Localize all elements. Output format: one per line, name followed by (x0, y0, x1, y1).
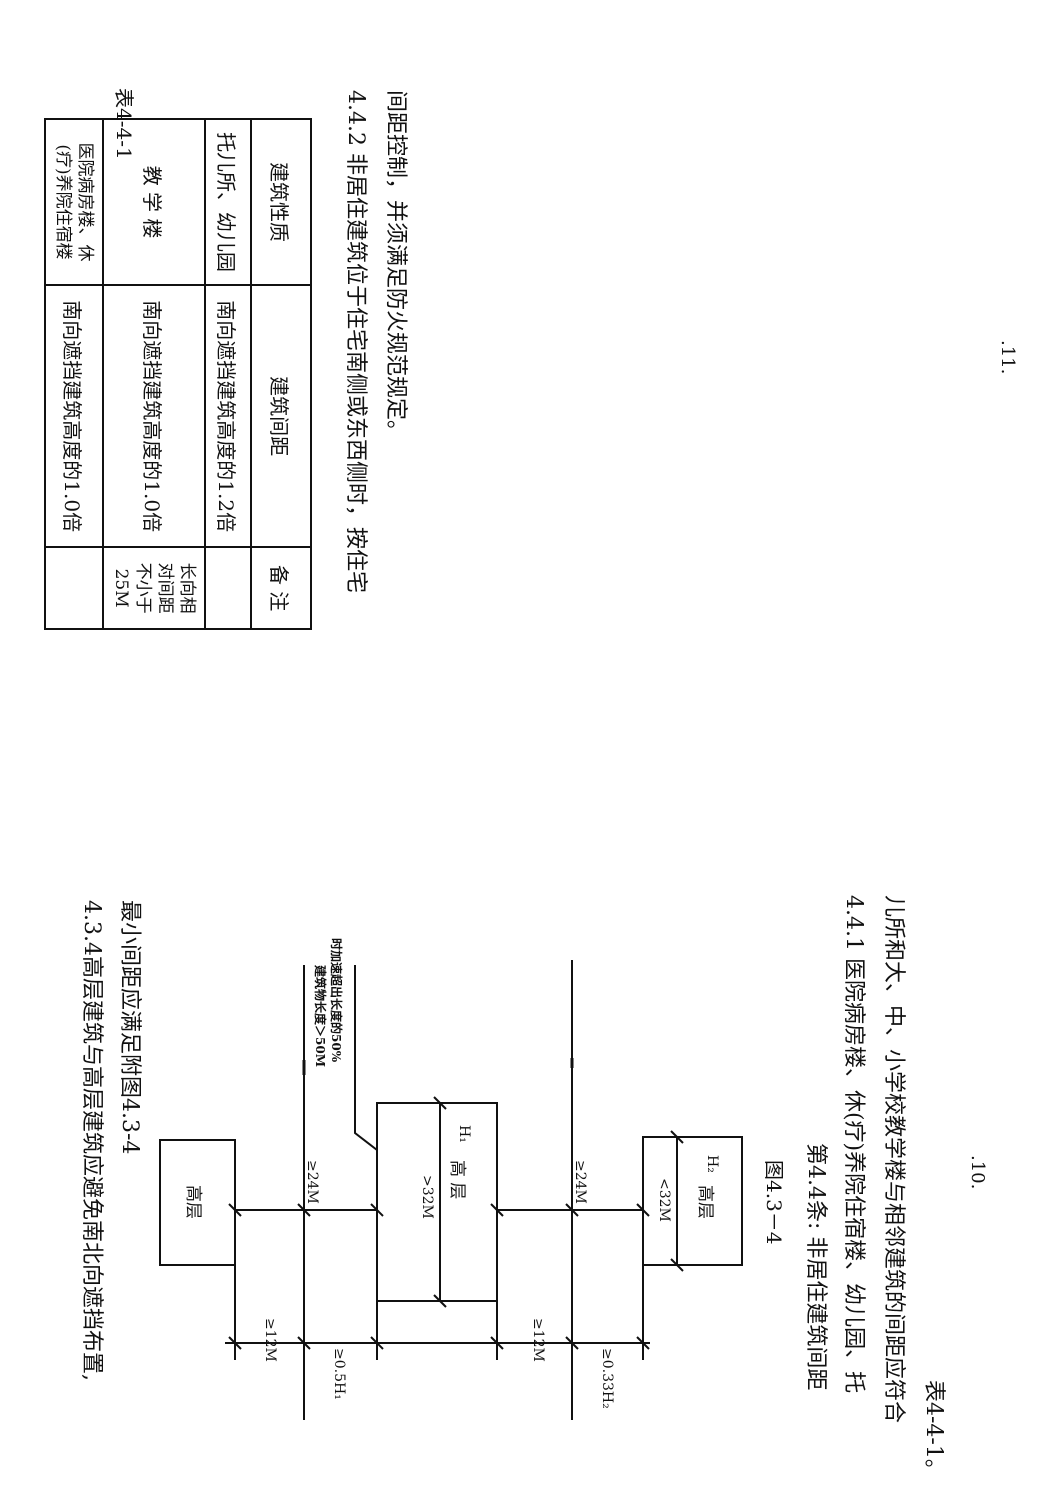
page-number-left: .10. (967, 1155, 988, 1190)
dim-24m-a: ≥24M (304, 1160, 320, 1204)
sec-441-line1: 4.4.1 医院病房楼、休(疗)养院住宿楼、幼儿园、托 (841, 895, 866, 1394)
dim-32m-a: >32M (419, 1175, 435, 1219)
dim-12m-a: ≥12M (262, 1318, 278, 1362)
label-building-bot-sub: H₂ (704, 1155, 720, 1173)
label-building-mid: 高 层 (447, 1160, 467, 1200)
building-mid (376, 1102, 498, 1302)
building-top (159, 1139, 236, 1266)
sec-44-title: 第4.4条: 非居住建筑间距 (803, 1143, 828, 1391)
sec-441-line2: 儿所和大、中、小学校教学楼与相邻建筑的间距应符合 (881, 895, 906, 1424)
dim-24m-b: ≥24M (572, 1160, 588, 1204)
figure-note-line2: 时加速超出长度的50% (329, 938, 343, 1063)
label-building-bot: 高层 (695, 1185, 715, 1219)
dim-05h1: ≥0.5H₁ (331, 1348, 347, 1400)
figure-note-line1: 建筑物长度＞50M (313, 965, 327, 1067)
dim-12m-b: ≥12M (530, 1318, 546, 1362)
dim-033h2: ≥0.33H₂ (599, 1348, 615, 1409)
label-building-mid-sub: H₁ (456, 1125, 472, 1143)
figure-caption: 图4.3－4 (762, 1160, 786, 1245)
building-bot (642, 1136, 743, 1266)
dim-32m-b: <32M (656, 1178, 672, 1222)
sec-441-line3: 表4-4-1。 (921, 1380, 946, 1481)
label-building-top: 高层 (183, 1185, 203, 1219)
